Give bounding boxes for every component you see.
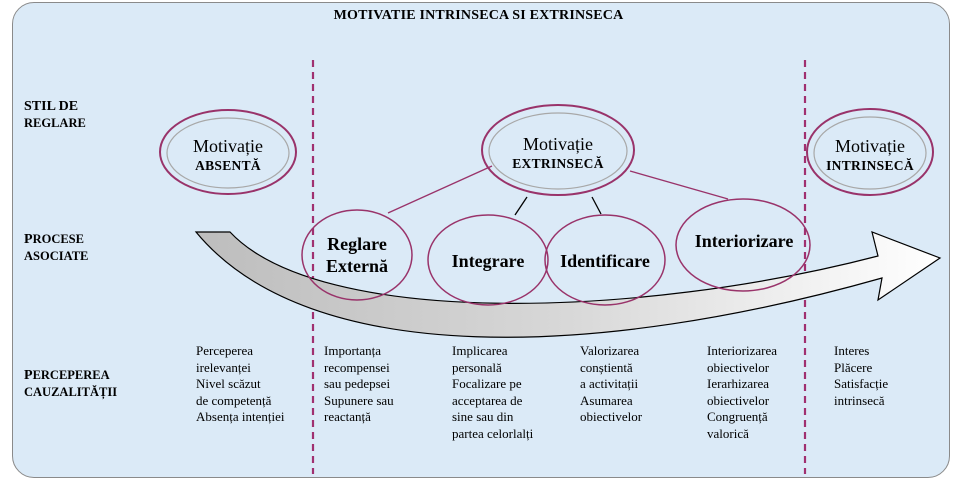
row-label-stil-de-reglare: STIL DE REGLARE [24,98,86,132]
causality-line: Valorizarea [580,343,640,358]
process-integrare: Integrare [451,251,525,271]
row-label-perceperea-line2: CAUZALITĂȚII [24,385,118,399]
causality-line: Satisfacție [834,376,889,391]
ellipse-interiorizare [675,198,811,292]
causality-line: de competență [196,392,272,408]
causality-line: a activitații [580,376,639,391]
row-label-perceperea-initial: P [24,368,33,383]
diagram-panel [12,2,950,478]
style-absenta: Motivație ABSENTĂ [168,136,288,176]
connector-integrare [514,196,528,216]
ellipse-integrare [427,214,549,306]
process-reglare-externa: Reglare Externă [302,233,412,277]
connector-reglare [387,165,493,214]
causality-line: recompensei [324,359,390,375]
style-extrinseca: Motivație EXTRINSECĂ [488,134,628,174]
causality-line: Nivel scăzut [196,376,261,391]
causality-col-reglare-externa: Importanța recompensei sau pedepsei Supu… [324,343,394,426]
style-absenta-type: ABSENTĂ [195,158,261,173]
row-label-stil-line2: REGLARE [24,116,86,130]
ellipse-extrinseca-outer [481,104,635,196]
process-interiorizare: Interiorizare [694,231,794,251]
process-reglare-line1: Reglare [327,234,387,254]
row-label-procese-line2: ASOCIATE [24,249,89,263]
row-label-procese-rest: ROCESE [32,232,84,246]
causality-line: sau pedepsei [324,376,391,391]
style-extrinseca-word: Motivație [523,134,593,154]
causality-line: Focalizare pe [452,376,522,391]
causality-line: acceptarea de [452,392,523,408]
ellipse-extrinseca-inner [488,112,628,190]
causality-col-interiorizare: Interiorizarea obiectivelor Ierarhizarea… [707,343,777,442]
causality-line: Importanța [324,343,382,358]
connector-identificare [591,196,602,215]
ellipse-identificare [544,214,666,306]
causality-line: Absența intenției [196,409,285,424]
causality-line: obiectivelor [580,409,643,424]
style-intrinseca-word: Motivație [835,136,905,156]
causality-line: reactanță [324,409,371,424]
causality-line: irelevanței [196,359,251,375]
causality-line: Ierarhizarea [707,376,770,391]
causality-line: personală [452,359,502,375]
row-label-procese-asociate: PROCESE ASOCIATE [24,231,88,265]
causality-line: sine sau din [452,409,514,424]
process-identificare: Identificare [560,251,650,271]
causality-col-identificare: Valorizarea conștientă a activitații Asu… [580,343,642,426]
causality-line: Interes [834,343,870,358]
style-extrinseca-type: EXTRINSECĂ [512,156,604,171]
causality-line: Congruență [707,409,768,424]
process-reglare-line2: Externă [326,256,388,276]
progression-arrow [194,231,942,338]
ellipse-intrinseca-outer [806,108,934,196]
diagram-title: MOTIVATIE INTRINSECA SI EXTRINSECA [333,8,624,23]
style-intrinseca: Motivație INTRINSECĂ [810,136,930,176]
row-label-perceperea-cauzalitatii: PERCEPEREA CAUZALITĂȚII [24,367,117,401]
ellipse-reglare-externa [301,209,413,301]
causality-line: Asumarea [580,392,633,408]
style-absenta-word: Motivație [193,136,263,156]
row-label-stil-line1: STIL DE [24,99,79,114]
causality-line: Perceperea [196,343,254,358]
ellipse-absenta-inner [166,117,290,189]
ellipse-intrinseca-inner [813,116,927,190]
causality-col-integrare: Implicarea personală Focalizare pe accep… [452,343,533,442]
causality-line: valorică [707,425,749,441]
connector-interiorizare [629,170,729,200]
ellipse-absenta-outer [159,109,297,195]
causality-line: conștientă [580,359,633,375]
causality-line: obiectivelor [707,359,770,375]
causality-line: Supunere sau [324,392,394,408]
causality-line: Plăcere [834,359,873,375]
row-label-perceperea-rest: ERCEPEREA [32,368,110,382]
style-intrinseca-type: INTRINSECĂ [826,158,914,173]
causality-line: partea celorlalți [452,425,534,441]
row-label-procese-initial: P [24,232,33,247]
causality-line: Implicarea [452,343,508,358]
causality-col-intrinseca: Interes Plăcere Satisfacție intrinsecă [834,343,888,409]
causality-line: Interiorizarea [707,343,778,358]
causality-col-absenta: Perceperea irelevanței Nivel scăzut de c… [196,343,284,426]
causality-line: intrinsecă [834,392,885,408]
causality-line: obiectivelor [707,392,770,408]
